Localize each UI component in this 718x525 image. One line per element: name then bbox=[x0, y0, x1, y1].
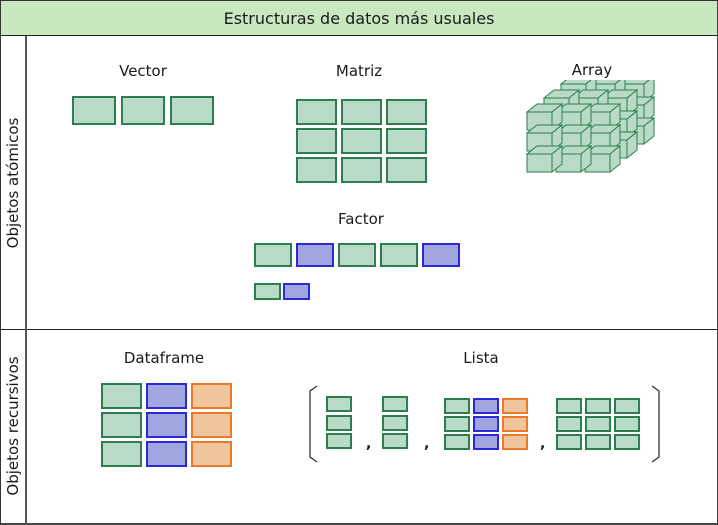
lista-element-cell bbox=[502, 416, 528, 432]
diagram-title: Estructuras de datos más usuales bbox=[223, 8, 495, 28]
vector-cell bbox=[170, 96, 214, 125]
dataframe-cell bbox=[146, 412, 187, 438]
vector-cell bbox=[72, 96, 116, 125]
array-cube-side bbox=[551, 123, 563, 153]
lista-element-cell bbox=[444, 398, 470, 414]
section-divider bbox=[0, 329, 718, 330]
lista-element-cell bbox=[502, 398, 528, 414]
lista-element-cell bbox=[326, 396, 352, 412]
lista-element-cell bbox=[473, 398, 499, 414]
array-diagram bbox=[525, 80, 656, 174]
dataframe-title: Dataframe bbox=[123, 349, 205, 367]
lista-element-cell bbox=[382, 433, 408, 449]
factor-value-cell bbox=[254, 243, 292, 267]
array-cube-side bbox=[580, 102, 592, 132]
dataframe-cell bbox=[101, 412, 142, 438]
array-cube-side bbox=[626, 130, 638, 160]
factor-value-cell bbox=[296, 243, 334, 267]
matriz-cell bbox=[296, 157, 337, 183]
dataframe-cell bbox=[146, 441, 187, 467]
array-cube-top bbox=[617, 80, 650, 85]
matriz-cell bbox=[386, 99, 427, 125]
factor-title: Factor bbox=[338, 210, 384, 228]
dataframe-cell bbox=[191, 383, 232, 409]
lista-element-cell bbox=[382, 414, 408, 431]
array-cube-front bbox=[526, 153, 553, 173]
array-cube-side bbox=[643, 116, 655, 146]
vector-cell bbox=[121, 96, 165, 125]
matriz-cell bbox=[341, 99, 382, 125]
lista-element-cell bbox=[585, 416, 611, 432]
lista-element-cell bbox=[502, 434, 528, 450]
right-bracket-icon bbox=[651, 385, 660, 463]
factor-value-cell bbox=[380, 243, 418, 267]
array-cube-side bbox=[580, 123, 592, 153]
array-cube-side bbox=[626, 109, 638, 139]
lista-element-cell bbox=[614, 434, 640, 450]
factor-level-cell bbox=[283, 283, 310, 300]
dataframe-cell bbox=[146, 383, 187, 409]
array-cube-top bbox=[559, 80, 592, 85]
matriz-title: Matriz bbox=[335, 62, 383, 80]
matriz-cell bbox=[296, 99, 337, 125]
matriz-cell bbox=[296, 128, 337, 154]
diagram-header: Estructuras de datos más usuales bbox=[1, 1, 717, 36]
left-bracket-icon bbox=[309, 385, 318, 463]
lista-element-cell bbox=[556, 416, 582, 432]
lista-separator: , bbox=[540, 436, 546, 452]
lista-element-cell bbox=[556, 434, 582, 450]
lista-element-cell bbox=[444, 416, 470, 432]
matriz-cell bbox=[341, 157, 382, 183]
dataframe-cell bbox=[191, 412, 232, 438]
lista-title: Lista bbox=[463, 349, 499, 367]
array-cube-side bbox=[626, 88, 638, 118]
section-label-atomic: Objetos atómicos bbox=[4, 117, 22, 249]
lista-element-cell bbox=[614, 416, 640, 432]
array-cube-side bbox=[609, 123, 621, 153]
array-cube-side bbox=[551, 102, 563, 132]
array-cube-top bbox=[588, 80, 621, 85]
label-column-divider bbox=[25, 36, 27, 524]
matriz-cell bbox=[341, 128, 382, 154]
lista-element-cell bbox=[473, 416, 499, 432]
factor-value-cell bbox=[338, 243, 376, 267]
array-cube-side bbox=[609, 102, 621, 132]
lista-element-cell bbox=[556, 398, 582, 414]
lista-element-cell bbox=[444, 434, 470, 450]
array-title: Array bbox=[571, 61, 613, 79]
array-cube-side bbox=[580, 144, 592, 174]
array-cube-side bbox=[609, 144, 621, 174]
factor-level-cell bbox=[254, 283, 281, 300]
factor-value-cell bbox=[422, 243, 460, 267]
array-cube-side bbox=[643, 95, 655, 125]
lista-separator: , bbox=[424, 436, 430, 452]
lista-element-cell bbox=[585, 434, 611, 450]
lista-separator: , bbox=[366, 436, 372, 452]
vector-title: Vector bbox=[119, 62, 167, 80]
lista-element-cell bbox=[382, 396, 408, 412]
dataframe-cell bbox=[101, 383, 142, 409]
lista-element-cell bbox=[326, 433, 352, 449]
matriz-cell bbox=[386, 128, 427, 154]
lista-element-cell bbox=[585, 398, 611, 414]
lista-element-cell bbox=[473, 434, 499, 450]
lista-element-cell bbox=[614, 398, 640, 414]
dataframe-cell bbox=[191, 441, 232, 467]
matriz-cell bbox=[386, 157, 427, 183]
array-cube-side bbox=[551, 144, 563, 174]
section-label-recursive: Objetos recursivos bbox=[4, 356, 22, 496]
lista-element-cell bbox=[326, 414, 352, 431]
dataframe-cell bbox=[101, 441, 142, 467]
